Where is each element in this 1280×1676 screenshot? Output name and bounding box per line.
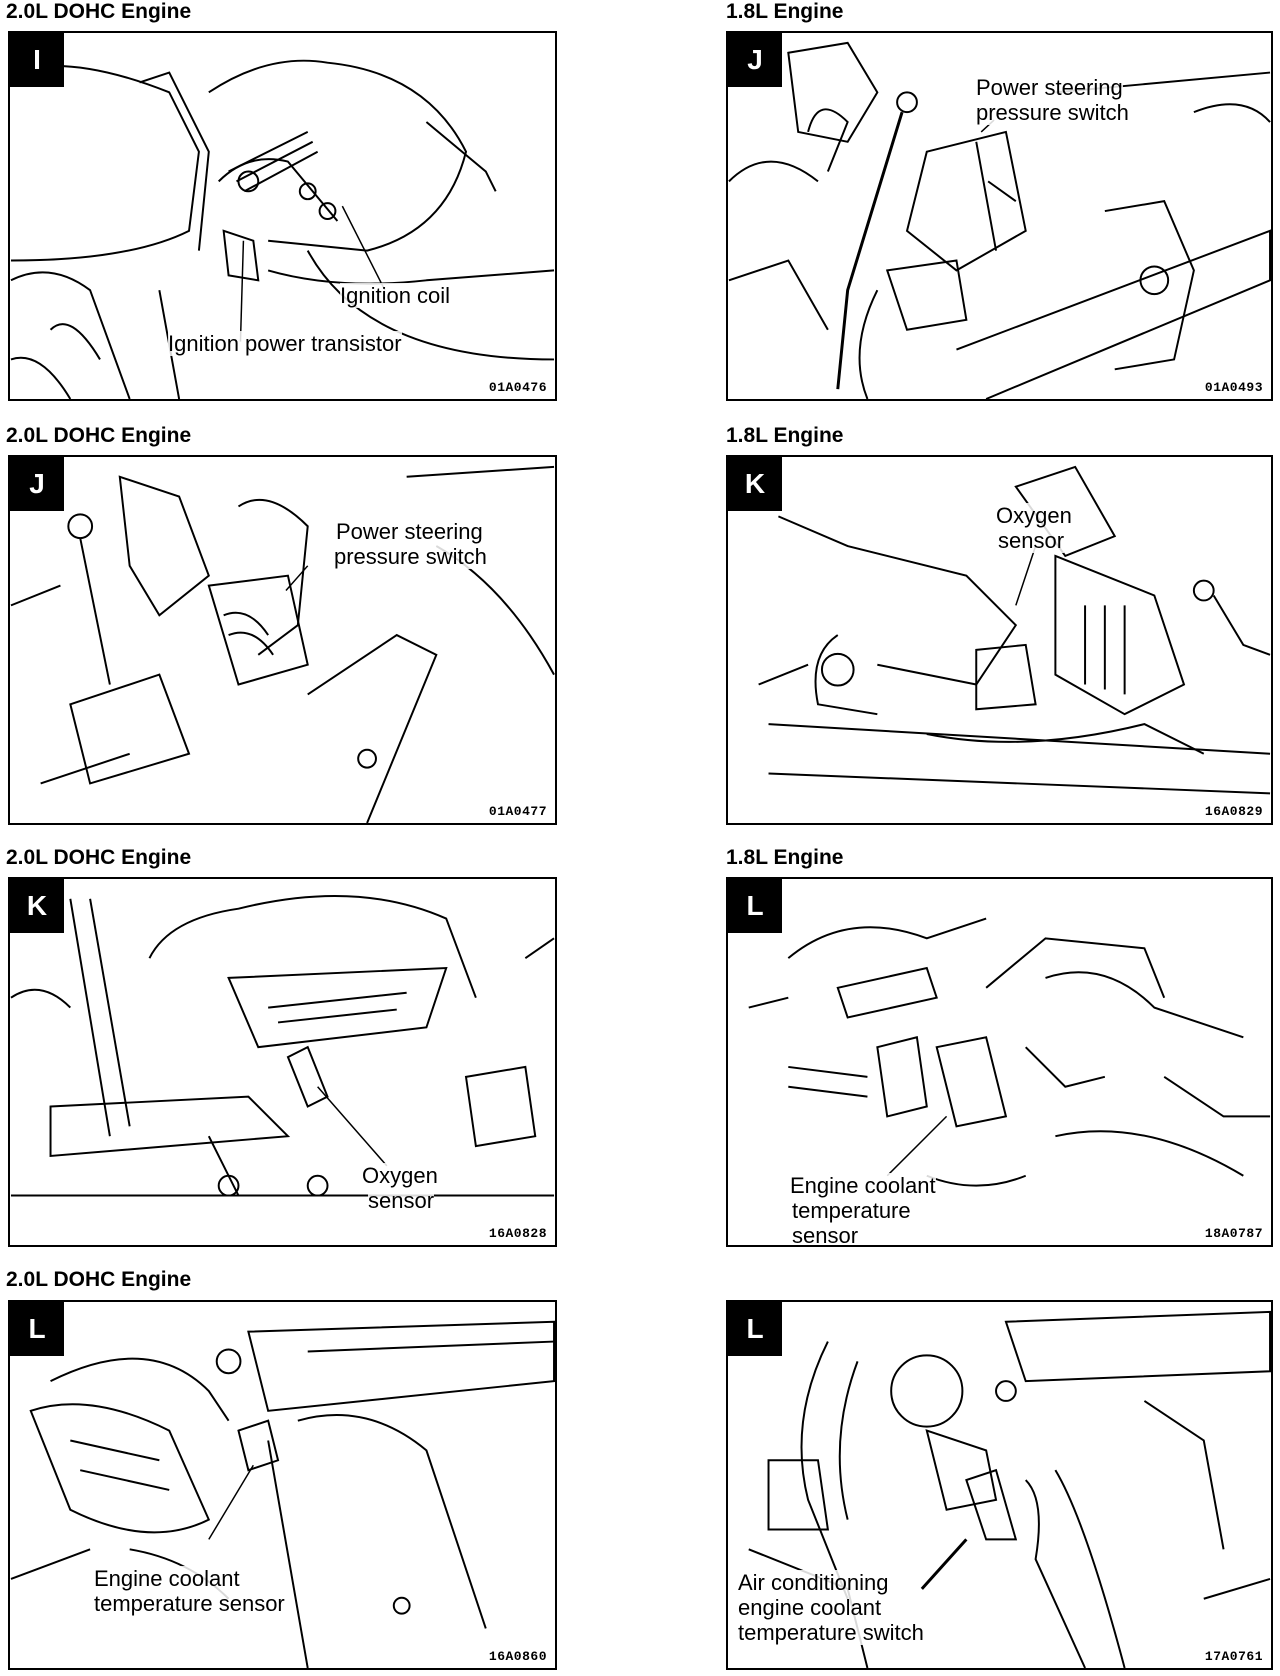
oxygen-sensor-label-line1: Oxygen [996,503,1072,528]
panel-6-figure-code: 18A0787 [1204,1226,1263,1241]
panel-6-diagram: L Engine coolant temperature sensor 18A0… [726,877,1273,1247]
panel-3-heading: 2.0L DOHC Engine [6,424,192,447]
panel-7-heading: 2.0L DOHC Engine [6,1268,192,1291]
panel-5-diagram: K Oxygen sensor 16A0828 [8,877,557,1247]
engine-illustration-o2-sensor-20 [10,895,555,1197]
ect-sensor-label-line2: temperature sensor [94,1591,285,1616]
panel-7-figure-code: 16A0860 [488,1649,547,1664]
panel-1-figure-code: 01A0476 [488,380,547,395]
ps-pressure-switch-label-line1: Power steering [976,75,1123,100]
panel-2-diagram: J Power steering pressure switch 01A0493 [726,31,1273,401]
panel-8-figure-code: 17A0761 [1204,1649,1263,1664]
ect-sensor-label-line1: Engine coolant [790,1173,936,1198]
panel-5-heading: 2.0L DOHC Engine [6,846,192,869]
panel-4-tag: K [728,457,782,511]
ect-sensor-label-line2: temperature [792,1198,911,1223]
engine-illustration-ect-sensor-20 [10,1320,555,1668]
ps-pressure-switch-label-line1: Power steering [336,519,483,544]
panel-3-tag: J [10,457,64,511]
panel-2-heading: 1.8L Engine [726,0,844,23]
panel-2-tag: J [728,33,782,87]
panel-6-tag: L [728,879,782,933]
panel-5-figure-code: 16A0828 [488,1226,547,1241]
panel-8-tag: L [728,1302,782,1356]
panel-7-diagram: L Engine coolant temperature sensor 16A0… [8,1300,557,1670]
ignition-power-transistor-label: Ignition power transistor [168,331,402,356]
panel-4-heading: 1.8L Engine [726,424,844,447]
ac-ect-switch-label-line2: engine coolant [738,1595,882,1620]
ignition-coil-label: Ignition coil [340,283,451,308]
oxygen-sensor-label-line2: sensor [368,1188,435,1213]
ps-pressure-switch-label-line2: pressure switch [976,100,1129,125]
ect-sensor-label-line3: sensor [792,1223,859,1247]
engine-illustration-o2-sensor-18 [758,465,1271,795]
panel-1-diagram: I Ignition coil Ignition power transisto… [8,31,557,401]
panel-1-tag: I [10,33,64,87]
panel-8-diagram: L Air conditioning engine coolant temper… [726,1300,1273,1670]
oxygen-sensor-label-line1: Oxygen [362,1163,438,1188]
panel-2-figure-code: 01A0493 [1204,380,1263,395]
panel-3-diagram: J Power steering pressure switch 01A0477 [8,455,557,825]
panel-1-heading: 2.0L DOHC Engine [6,0,192,23]
panel-5-tag: K [10,879,64,933]
ps-pressure-switch-label-line2: pressure switch [334,544,487,569]
panel-4-diagram: K Oxygen sensor 16A0829 [726,455,1273,825]
panel-7-tag: L [10,1302,64,1356]
ect-sensor-label-line1: Engine coolant [94,1566,240,1591]
panel-3-figure-code: 01A0477 [488,804,547,819]
panel-4-figure-code: 16A0829 [1204,804,1263,819]
ac-ect-switch-label-line3: temperature switch [738,1620,924,1645]
oxygen-sensor-label-line2: sensor [998,528,1065,553]
engine-illustration-ect-sensor-18 [748,917,1271,1187]
panel-6-heading: 1.8L Engine [726,846,844,869]
ac-ect-switch-label-line1: Air conditioning [738,1570,889,1595]
engine-illustration-ps-switch-20 [10,465,555,823]
engine-illustration-ps-switch-18 [728,41,1271,399]
